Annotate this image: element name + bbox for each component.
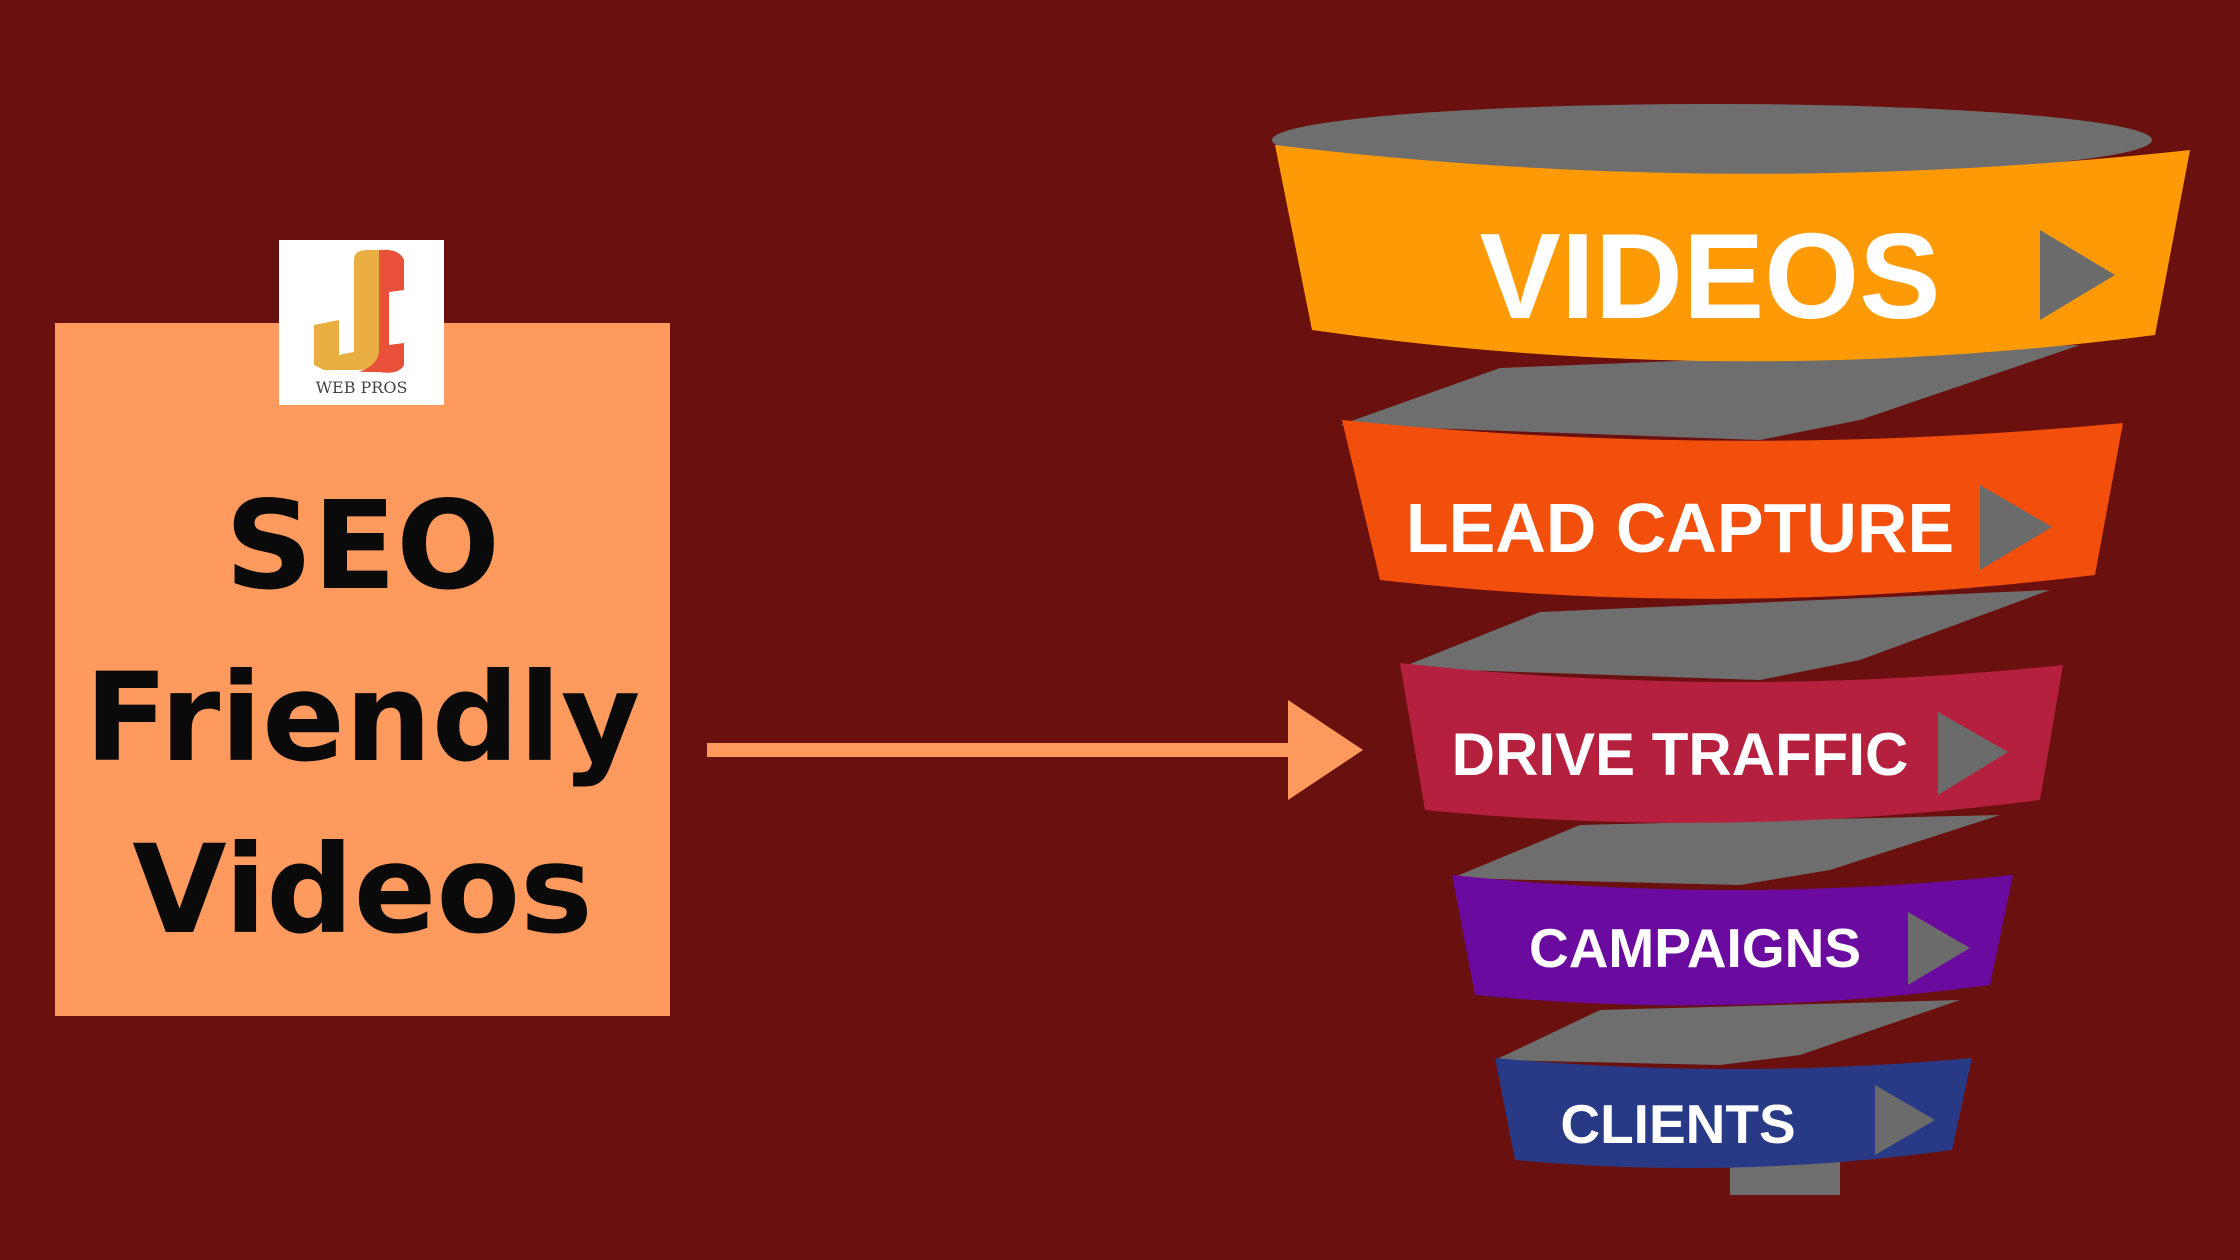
logo-text: WEB PROS	[315, 378, 408, 397]
title-line-seo: SEO	[225, 475, 500, 617]
title-line-videos: Videos	[132, 819, 593, 961]
stage-label-campaigns: CAMPAIGNS	[1529, 917, 1861, 979]
logo-mark-icon	[314, 249, 404, 373]
card-title: SEO Friendly Videos	[55, 460, 670, 976]
company-logo: WEB PROS	[279, 240, 444, 405]
seo-card	[55, 323, 670, 1016]
arrow-shaft	[707, 743, 1297, 757]
funnel-stage-lead-capture	[1342, 420, 2123, 599]
stage-label-drive-traffic: DRIVE TRAFFIC	[1452, 721, 1909, 788]
stage-label-videos: VIDEOS	[1479, 208, 1940, 344]
arrow-head-icon	[1288, 700, 1363, 800]
title-line-friendly: Friendly	[84, 647, 641, 789]
funnel-stage-campaigns	[1452, 875, 2013, 1006]
funnel-stage-videos	[1275, 145, 2190, 362]
funnel-stage-drive-traffic	[1400, 663, 2063, 823]
play-icon	[1908, 912, 1970, 985]
play-icon	[2040, 230, 2115, 320]
funnel-gray-body	[1272, 104, 2152, 1195]
stage-label-clients: CLIENTS	[1560, 1093, 1795, 1155]
play-icon	[1980, 485, 2052, 570]
stage-label-lead-capture: LEAD CAPTURE	[1406, 489, 1954, 567]
play-icon	[1875, 1085, 1935, 1155]
play-icon	[1938, 712, 2008, 795]
funnel-stage-clients	[1495, 1058, 1972, 1168]
